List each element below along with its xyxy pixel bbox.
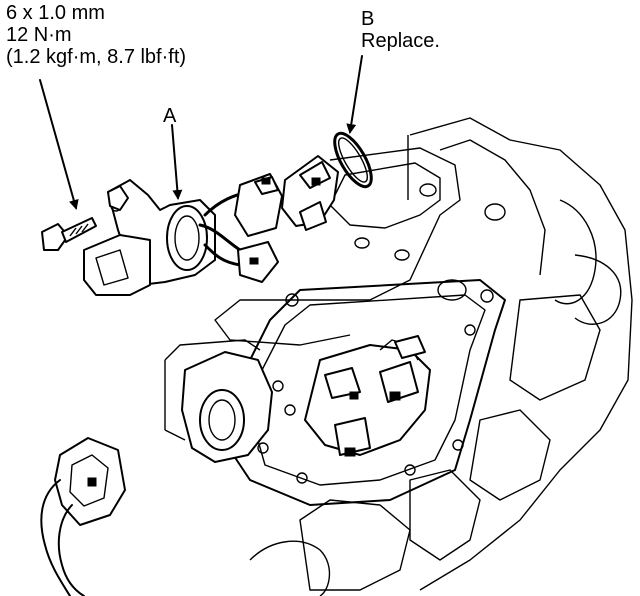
bore-housing bbox=[164, 339, 273, 463]
callout-b-letter: B bbox=[361, 8, 375, 30]
torque-alt-units-text: (1.2 kgf·m, 8.7 lbf·ft) bbox=[6, 46, 187, 68]
vehicle-harness-connector-upper bbox=[281, 155, 339, 231]
callout-b-note: Replace. bbox=[361, 30, 440, 52]
transmission-housing bbox=[249, 117, 633, 596]
callout-b-leader-arrow bbox=[346, 55, 363, 134]
bolt-size-text: 6 x 1.0 mm bbox=[6, 2, 105, 24]
mounting-bolt bbox=[41, 217, 97, 251]
torque-nm-text: 12 N·m bbox=[6, 24, 72, 46]
speed-sensor bbox=[83, 179, 216, 296]
callout-a-leader-arrow bbox=[171, 124, 183, 200]
o-ring bbox=[333, 131, 373, 189]
upper-bracket bbox=[214, 135, 461, 346]
solenoid-valve-body bbox=[304, 335, 431, 457]
bolt-leader-arrow bbox=[39, 79, 79, 210]
callout-a-label: A bbox=[163, 105, 177, 127]
wiring-harness bbox=[198, 173, 283, 283]
vehicle-harness-connector-lower bbox=[40, 437, 126, 596]
leader-arrows bbox=[39, 55, 363, 210]
torque-specification: 6 x 1.0 mm 12 N·m (1.2 kgf·m, 8.7 lbf·ft… bbox=[6, 2, 186, 68]
callout-b-label: B Replace. bbox=[361, 8, 440, 52]
